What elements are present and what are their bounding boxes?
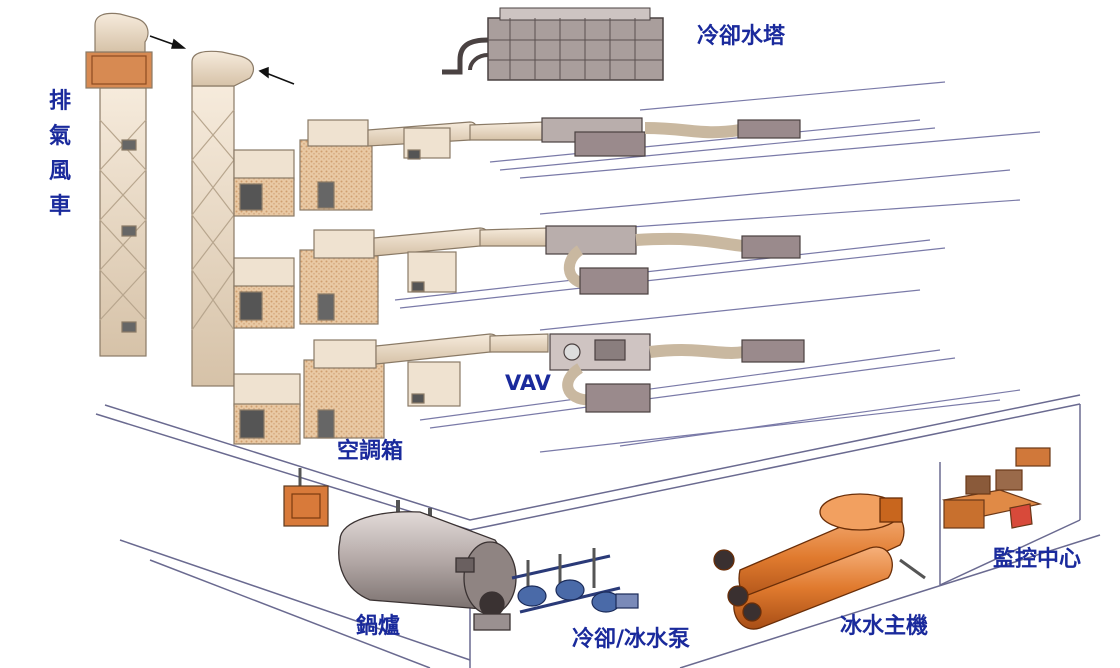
ahu-level-bottom xyxy=(233,333,549,445)
unit-heater xyxy=(283,468,329,527)
chiller xyxy=(713,493,926,630)
exhaust-fan-label-char: 排 xyxy=(48,89,71,114)
cooling-tower-label: 冷卻水塔 xyxy=(697,24,786,49)
ahu-level-top xyxy=(233,119,546,217)
level-lines xyxy=(394,81,1041,453)
pumps xyxy=(511,548,639,614)
vav-label: VAV xyxy=(505,371,551,395)
exhaust-fan-label-char: 氣 xyxy=(48,124,71,149)
control-desk xyxy=(941,447,1051,529)
chiller-label: 冰水主機 xyxy=(840,614,929,639)
pumps-label: 冷卻/冰水泵 xyxy=(572,627,691,652)
floor-outline xyxy=(95,394,1101,668)
ahu-level-middle xyxy=(233,227,549,329)
exhaust-arrows xyxy=(149,35,295,85)
cooling-tower xyxy=(442,7,664,81)
ahu-label: 空調箱 xyxy=(337,439,404,464)
exhaust-fan-label-char: 車 xyxy=(48,194,71,219)
exhaust-fan-label: 排 氣 風 車 xyxy=(47,84,73,224)
exhaust-fan-label-char: 風 xyxy=(48,159,71,184)
vav-middle xyxy=(545,225,801,295)
boiler-label: 鍋爐 xyxy=(356,614,401,639)
exhaust-fan-stack xyxy=(85,12,153,357)
control-center-label: 監控中心 xyxy=(993,547,1082,572)
vav-top xyxy=(541,117,801,157)
air-shaft xyxy=(191,50,255,387)
boiler xyxy=(338,500,517,631)
vav-bottom xyxy=(549,333,805,413)
